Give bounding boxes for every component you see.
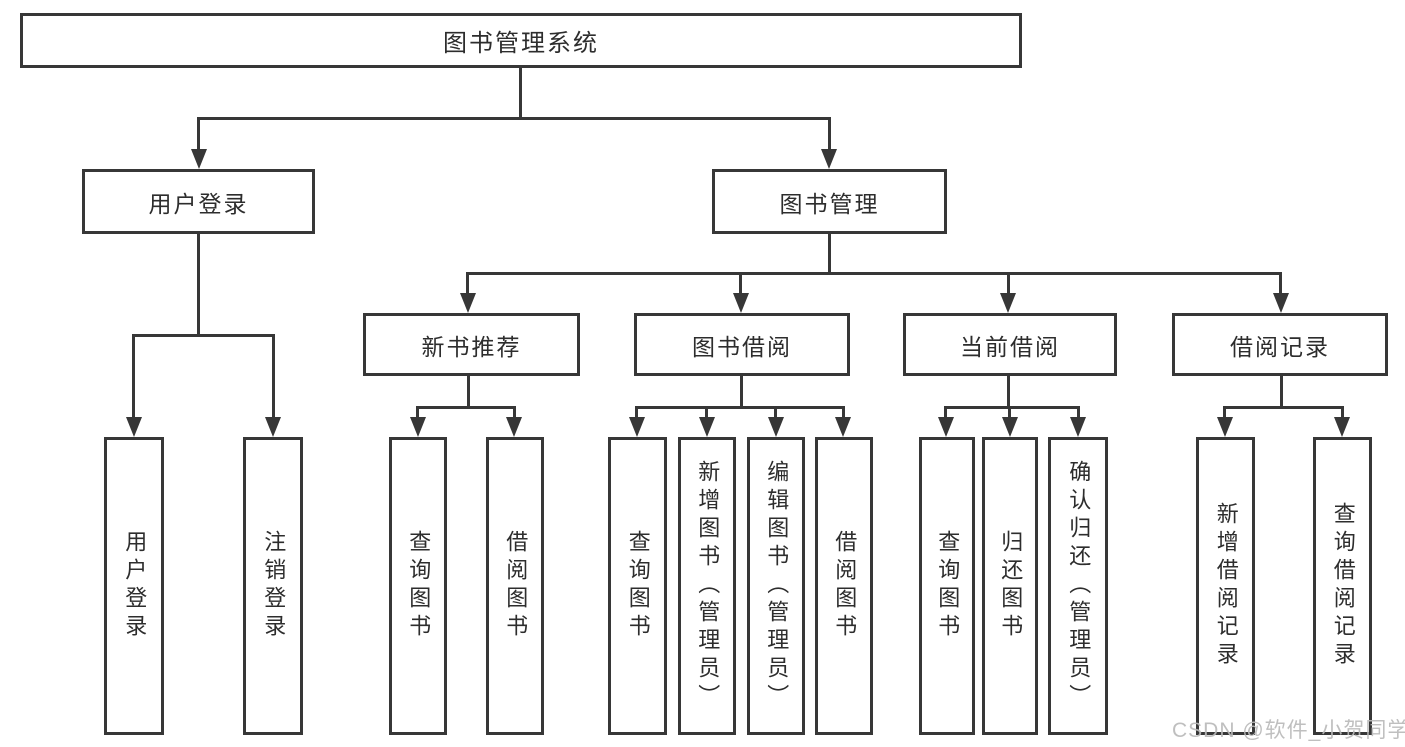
leaf-borrow-books: 借阅图书 <box>815 437 873 735</box>
leaf-label: 编辑图书（管理员） <box>764 460 790 712</box>
node-label: 图书管理系统 <box>443 30 599 57</box>
connector-line <box>842 406 845 420</box>
arrowhead <box>835 417 851 437</box>
csdn-watermark: CSDN @软件_小贺同学 <box>1172 719 1405 742</box>
node-current-borrow: 当前借阅 <box>903 313 1117 376</box>
connector-line <box>197 117 200 153</box>
arrowhead <box>1217 417 1233 437</box>
node-label: 图书管理 <box>779 190 880 217</box>
leaf-confirm-return-admin: 确认归还（管理员） <box>1048 437 1108 735</box>
connector-line <box>197 234 200 337</box>
leaf-label: 归还图书 <box>998 530 1024 642</box>
node-book-borrow: 图书借阅 <box>634 313 850 376</box>
connector-line <box>944 406 947 420</box>
connector-line <box>1223 406 1343 409</box>
leaf-label: 借阅图书 <box>503 530 529 642</box>
leaf-label: 查询图书 <box>935 530 961 642</box>
leaf-query-books-current: 查询图书 <box>919 437 975 735</box>
arrowhead <box>265 417 281 437</box>
arrowhead <box>768 417 784 437</box>
arrowhead <box>191 149 207 169</box>
leaf-label: 查询图书 <box>625 530 651 642</box>
leaf-user-login: 用户登录 <box>104 437 164 735</box>
leaf-label: 借阅图书 <box>832 530 858 642</box>
arrowhead <box>126 417 142 437</box>
arrowhead <box>1000 293 1016 313</box>
leaf-label: 新增图书（管理员） <box>695 460 721 712</box>
leaf-logout: 注销登录 <box>243 437 303 735</box>
connector-line <box>466 272 469 296</box>
leaf-query-books-recommend: 查询图书 <box>389 437 447 735</box>
connector-line <box>416 406 516 409</box>
leaf-label: 新增借阅记录 <box>1213 502 1239 670</box>
connector-line <box>739 272 742 296</box>
arrowhead <box>410 417 426 437</box>
connector-line <box>1008 406 1011 420</box>
connector-line <box>1279 272 1282 296</box>
node-library-management-system: 图书管理系统 <box>20 13 1022 68</box>
connector-line <box>1007 376 1010 408</box>
leaf-query-books-borrow: 查询图书 <box>608 437 667 735</box>
connector-line <box>467 376 470 408</box>
arrowhead <box>938 417 954 437</box>
connector-line <box>1007 272 1010 296</box>
leaf-query-borrow-record: 查询借阅记录 <box>1313 437 1372 735</box>
node-label: 用户登录 <box>148 190 249 217</box>
node-label: 当前借阅 <box>960 333 1060 360</box>
connector-line <box>774 406 777 420</box>
connector-line <box>705 406 708 420</box>
leaf-add-book-admin: 新增图书（管理员） <box>678 437 736 735</box>
connector-line <box>1280 376 1283 408</box>
node-new-book-recommend: 新书推荐 <box>363 313 580 376</box>
leaf-label: 用户登录 <box>122 530 148 642</box>
arrowhead <box>1070 417 1086 437</box>
leaf-edit-book-admin: 编辑图书（管理员） <box>747 437 805 735</box>
arrowhead <box>629 417 645 437</box>
connector-line <box>197 117 831 120</box>
arrowhead <box>699 417 715 437</box>
connector-line <box>132 334 275 337</box>
arrowhead <box>1334 417 1350 437</box>
connector-line <box>1223 406 1226 420</box>
connector-line <box>828 234 831 275</box>
connector-line <box>132 334 135 420</box>
arrowhead <box>821 149 837 169</box>
node-borrow-record: 借阅记录 <box>1172 313 1388 376</box>
connector-line <box>416 406 419 420</box>
node-book-management: 图书管理 <box>712 169 947 234</box>
connector-line <box>635 406 845 409</box>
connector-line <box>944 406 1080 409</box>
node-label: 图书借阅 <box>692 333 792 360</box>
connector-line <box>740 376 743 408</box>
connector-line <box>519 68 522 120</box>
arrowhead <box>1273 293 1289 313</box>
arrowhead <box>460 293 476 313</box>
connector-line <box>466 272 1282 275</box>
leaf-label: 注销登录 <box>261 530 287 642</box>
node-user-login: 用户登录 <box>82 169 315 234</box>
leaf-label: 查询图书 <box>406 530 432 642</box>
connector-line <box>513 406 516 420</box>
arrowhead <box>1002 417 1018 437</box>
leaf-add-borrow-record: 新增借阅记录 <box>1196 437 1255 735</box>
node-label: 借阅记录 <box>1230 333 1330 360</box>
connector-line <box>1077 406 1080 420</box>
node-label: 新书推荐 <box>421 333 522 360</box>
leaf-label: 查询借阅记录 <box>1330 502 1356 670</box>
connector-line <box>635 406 638 420</box>
connector-line <box>1341 406 1344 420</box>
leaf-label: 确认归还（管理员） <box>1066 460 1092 712</box>
leaf-return-book: 归还图书 <box>982 437 1038 735</box>
connector-line <box>828 117 831 153</box>
arrowhead <box>733 293 749 313</box>
leaf-borrow-books-recommend: 借阅图书 <box>486 437 544 735</box>
arrowhead <box>506 417 522 437</box>
connector-line <box>272 334 275 420</box>
